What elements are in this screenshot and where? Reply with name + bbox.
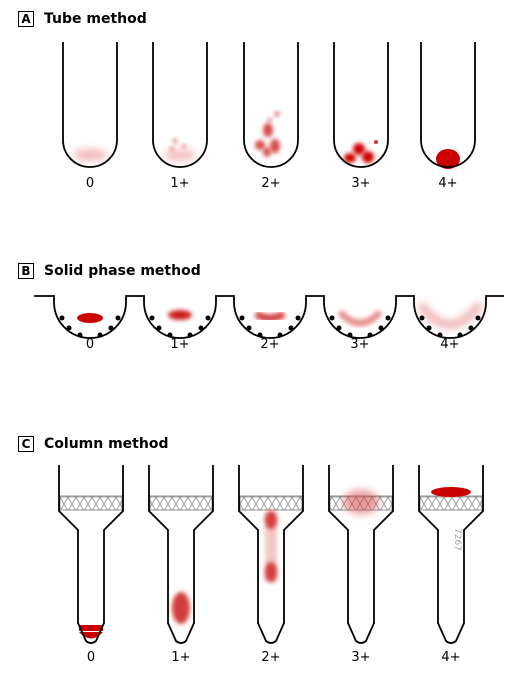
section-c-letter: C bbox=[18, 436, 34, 452]
section-b-header: B Solid phase method bbox=[18, 261, 201, 281]
column-grade-label-2: 2+ bbox=[261, 650, 281, 665]
solid-grade-label-1: 1+ bbox=[170, 337, 190, 352]
solid-grade-label-3: 3+ bbox=[350, 337, 370, 352]
well-grade-4 bbox=[416, 301, 484, 329]
tube-grade-3 bbox=[333, 42, 389, 168]
section-b-title: Solid phase method bbox=[44, 263, 201, 279]
tube-grade-label-2: 2+ bbox=[261, 176, 281, 191]
solid-grade-label-4: 4+ bbox=[440, 337, 460, 352]
antigen-dots bbox=[59, 315, 481, 338]
tube-grade-1 bbox=[152, 42, 208, 168]
column-grade-4 bbox=[418, 465, 484, 644]
column-grade-label-0: 0 bbox=[86, 650, 96, 665]
section-b-letter: B bbox=[18, 263, 34, 279]
tube-grade-label-4: 4+ bbox=[438, 176, 458, 191]
tube-grade-2 bbox=[243, 42, 299, 168]
tube-grade-label-3: 3+ bbox=[351, 176, 371, 191]
column-grade-label-1: 1+ bbox=[171, 650, 191, 665]
tube-grade-label-0: 0 bbox=[85, 176, 95, 191]
tube-grade-label-1: 1+ bbox=[170, 176, 190, 191]
tube-grade-0 bbox=[62, 42, 118, 168]
section-c-title: Column method bbox=[44, 436, 169, 452]
section-c-header: C Column method bbox=[18, 434, 168, 454]
well-grade-1 bbox=[168, 310, 192, 320]
section-a-header: A Tube method bbox=[18, 9, 147, 29]
column-row bbox=[58, 465, 484, 644]
column-grade-1 bbox=[148, 465, 214, 644]
section-a-letter: A bbox=[18, 11, 34, 27]
column-grade-3 bbox=[328, 465, 394, 644]
solid-grade-label-2: 2+ bbox=[260, 337, 280, 352]
well-grade-0 bbox=[77, 313, 103, 323]
solid-grade-label-0: 0 bbox=[85, 337, 95, 352]
microplate-wells bbox=[34, 295, 504, 339]
tube-grade-4 bbox=[420, 42, 476, 169]
column-grade-0 bbox=[58, 465, 124, 644]
well-grade-3 bbox=[337, 309, 383, 327]
column-grade-label-3: 3+ bbox=[351, 650, 371, 665]
column-grade-2 bbox=[238, 465, 304, 644]
section-a-title: Tube method bbox=[44, 11, 147, 27]
column-grade-label-4: 4+ bbox=[441, 650, 461, 665]
solid-phase-row bbox=[34, 295, 504, 339]
figure-stamp: 7267 bbox=[452, 528, 462, 551]
tube-row bbox=[62, 42, 476, 169]
well-grade-2 bbox=[254, 310, 286, 322]
